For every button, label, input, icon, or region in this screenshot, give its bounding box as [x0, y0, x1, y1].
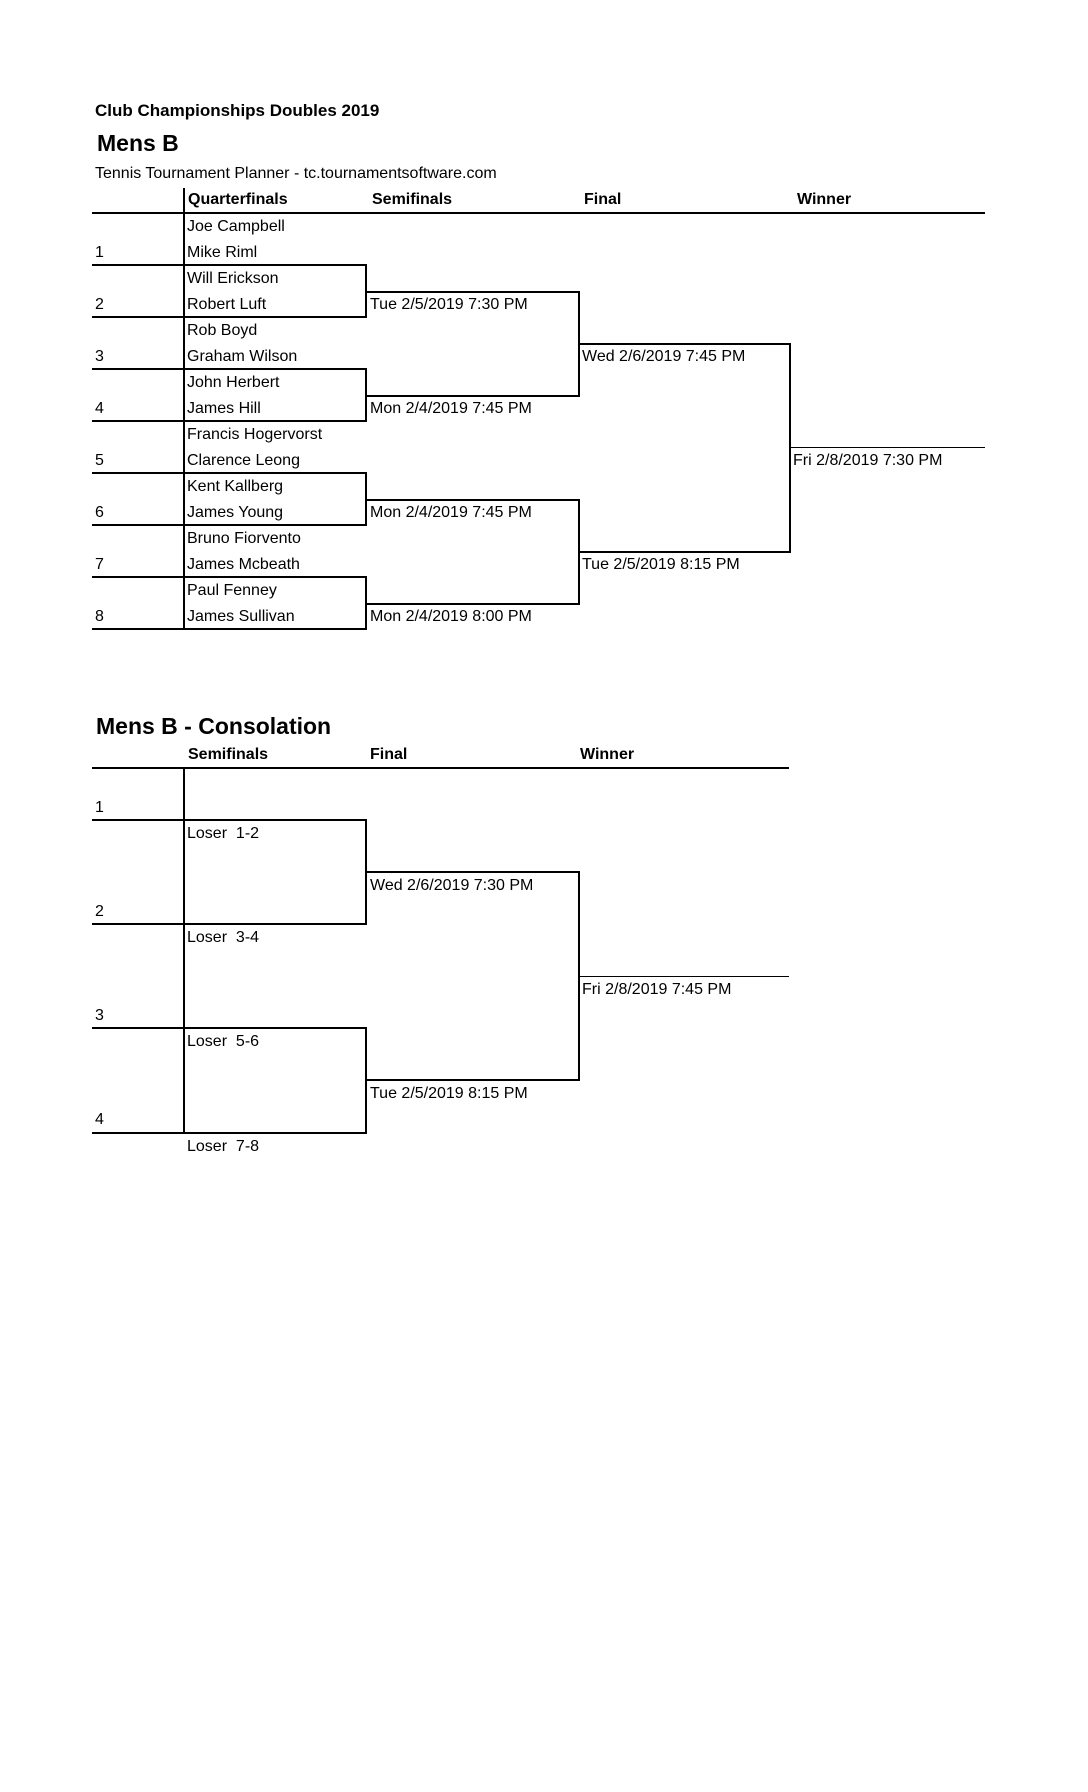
entry-separator [92, 524, 367, 526]
consolation-match-time: Tue 2/5/2019 8:15 PM [370, 1085, 528, 1102]
seed-number: 4 [95, 400, 104, 417]
player-name: Robert Luft [187, 296, 267, 313]
main-heading: Mens B [97, 130, 179, 156]
match-time: Mon 2/4/2019 7:45 PM [370, 504, 532, 521]
match-time: Tue 2/5/2019 8:15 PM [582, 556, 740, 573]
seed-number: 6 [95, 504, 104, 521]
player-name: John Herbert [187, 374, 280, 391]
consolation-separator [92, 819, 367, 821]
player-name: Joe Campbell [187, 218, 285, 235]
seed-number: 1 [95, 244, 104, 261]
consolation-header-rule [92, 767, 789, 769]
loser-slot: Loser 3-4 [187, 929, 260, 946]
column-header-semifinals: Semifinals [372, 191, 453, 208]
document-subtitle: Tennis Tournament Planner - tc.tournamen… [95, 165, 497, 182]
consolation-separator [92, 1027, 367, 1029]
consolation-heading: Mens B - Consolation [96, 713, 332, 739]
loser-slot: Loser 7-8 [187, 1138, 260, 1155]
sf-slot-line [365, 395, 580, 397]
match-time: Fri 2/8/2019 7:30 PM [793, 452, 943, 469]
player-name: Bruno Fiorvento [187, 530, 301, 547]
player-name: Kent Kallberg [187, 478, 284, 495]
sf-slot-line [365, 603, 580, 605]
seed-number: 7 [95, 556, 104, 573]
entry-separator [92, 264, 367, 266]
consolation-seed-number: 2 [95, 903, 104, 920]
seed-number: 5 [95, 452, 104, 469]
final-connector [789, 343, 791, 553]
consolation-separator [92, 923, 367, 925]
consolation-column-header-final: Final [370, 746, 408, 763]
player-name: James Sullivan [187, 608, 295, 625]
consolation-separator [92, 1132, 367, 1134]
consolation-seed-number: 4 [95, 1111, 104, 1128]
consolation-seed-number: 3 [95, 1007, 104, 1024]
column-header-final: Final [584, 191, 622, 208]
entry-separator [92, 472, 367, 474]
consolation-column-header-semifinals: Semifinals [188, 746, 269, 763]
player-name: Will Erickson [187, 270, 279, 287]
consolation-entry-divider [183, 767, 185, 1134]
entry-separator [92, 368, 367, 370]
player-name: Rob Boyd [187, 322, 258, 339]
match-time: Mon 2/4/2019 8:00 PM [370, 608, 532, 625]
consolation-final-slot-line [365, 871, 580, 873]
consolation-final-slot-line [365, 1079, 580, 1081]
player-name: James Mcbeath [187, 556, 300, 573]
sf-slot-line [365, 499, 580, 501]
final-slot-line [578, 551, 791, 553]
player-name: Clarence Leong [187, 452, 300, 469]
consolation-match-time: Wed 2/6/2019 7:30 PM [370, 877, 534, 894]
entry-separator [92, 316, 367, 318]
seed-number: 2 [95, 296, 104, 313]
match-time: Mon 2/4/2019 7:45 PM [370, 400, 532, 417]
match-time: Tue 2/5/2019 7:30 PM [370, 296, 528, 313]
player-name: James Hill [187, 400, 261, 417]
entry-separator [92, 420, 367, 422]
player-name: James Young [187, 504, 284, 521]
document-title: Club Championships Doubles 2019 [95, 101, 380, 120]
player-name: Mike Riml [187, 244, 258, 261]
loser-slot: Loser 1-2 [187, 825, 260, 842]
header-rule [92, 212, 985, 214]
winner-slot-line [789, 447, 985, 448]
consolation-seed-number: 1 [95, 799, 104, 816]
seed-number: 8 [95, 608, 104, 625]
consolation-winner-slot-line [578, 976, 789, 977]
entry-separator [92, 576, 367, 578]
sf-slot-line [365, 291, 580, 293]
player-name: Francis Hogervorst [187, 426, 323, 443]
player-name: Graham Wilson [187, 348, 298, 365]
final-slot-line [578, 343, 791, 345]
consolation-column-header-winner: Winner [580, 746, 635, 763]
player-name: Paul Fenney [187, 582, 277, 599]
column-header-quarterfinals: Quarterfinals [188, 191, 288, 208]
consolation-match-time: Fri 2/8/2019 7:45 PM [582, 981, 732, 998]
loser-slot: Loser 5-6 [187, 1033, 260, 1050]
column-header-winner: Winner [797, 191, 852, 208]
match-time: Wed 2/6/2019 7:45 PM [582, 348, 746, 365]
seed-number: 3 [95, 348, 104, 365]
entry-column-divider [183, 188, 185, 630]
entry-separator [92, 628, 367, 630]
